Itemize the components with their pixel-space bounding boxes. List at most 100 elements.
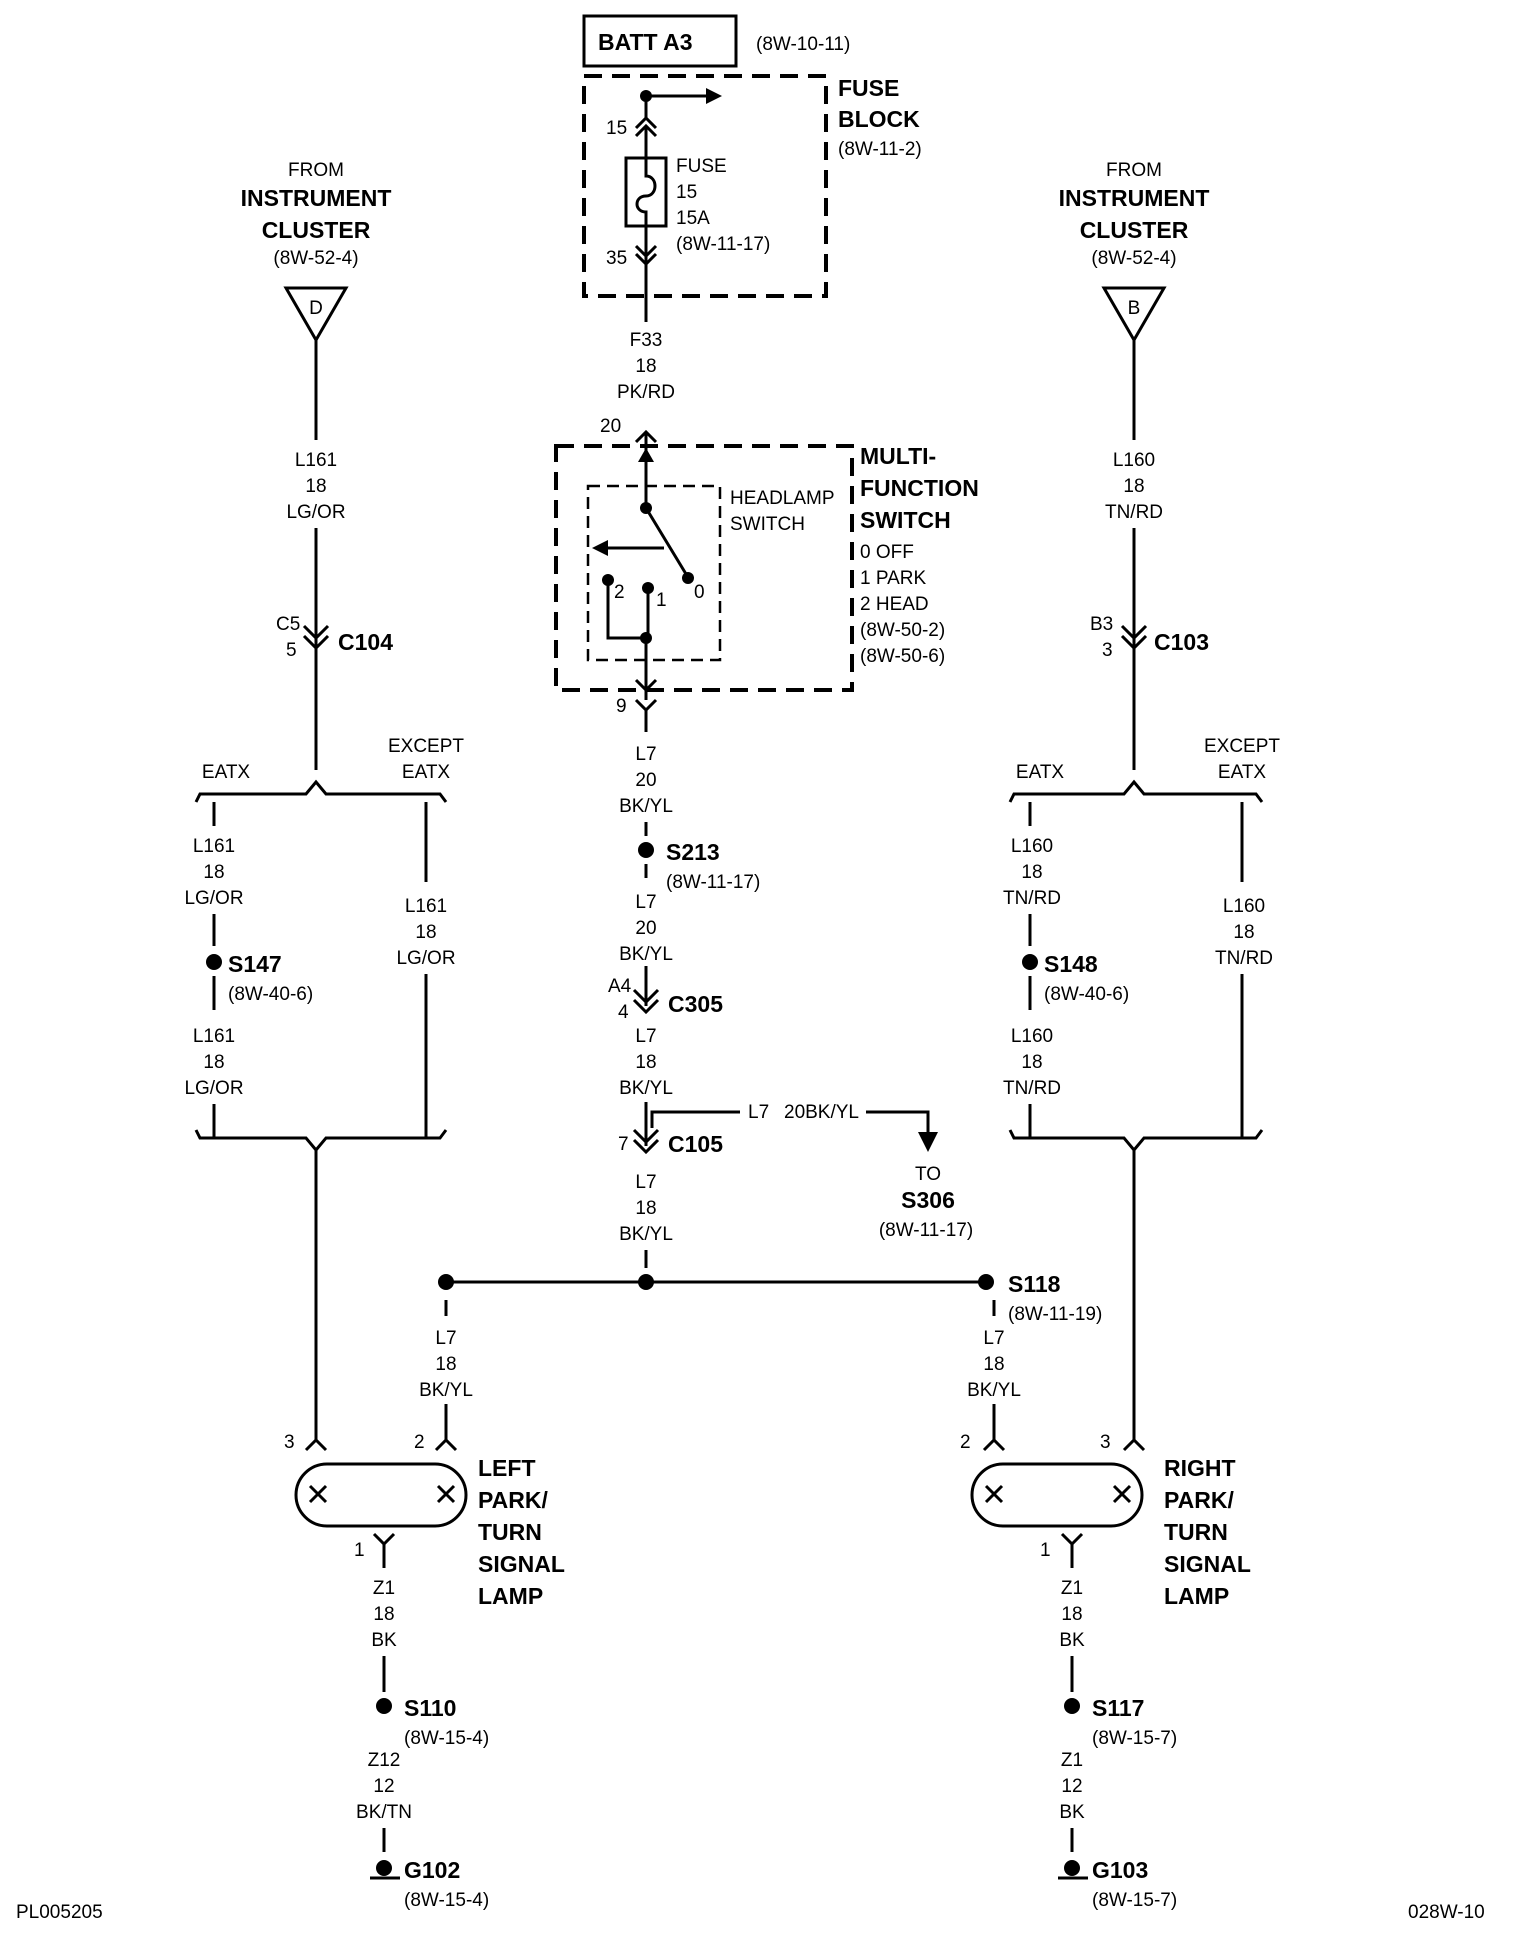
switch-pin20: 20 <box>600 416 621 437</box>
wire-l7-d-color: BK/YL <box>619 1224 673 1245</box>
right-eatx-2-gauge: 18 <box>1021 1052 1042 1073</box>
right-l7-gauge: 18 <box>983 1354 1004 1375</box>
switch-out-arrow <box>634 678 658 693</box>
left-lamp-label-1: LEFT <box>478 1455 536 1481</box>
fuse-block-title-1: FUSE <box>838 75 899 101</box>
left-z1-gauge: 18 <box>373 1604 394 1625</box>
headlamp-label-1: HEADLAMP <box>730 488 835 509</box>
right-lamp-label-4: SIGNAL <box>1164 1551 1251 1577</box>
headlamp-label-2: SWITCH <box>730 514 805 535</box>
branch-s306-wire-id: L7 <box>748 1102 769 1123</box>
ground-g103-ref: (8W-15-7) <box>1092 1890 1177 1911</box>
right-source-1: INSTRUMENT <box>1059 185 1210 211</box>
right-bracket-bottom <box>1008 1129 1264 1153</box>
splice-s117-ref: (8W-15-7) <box>1092 1728 1177 1749</box>
left-lamp-filament-1-icon <box>308 1484 328 1504</box>
c305-pin-a: A4 <box>608 976 632 997</box>
splice-s118 <box>978 1274 994 1290</box>
switch-contact-2-wire <box>606 580 646 640</box>
c103-pin-a: B3 <box>1090 614 1113 635</box>
c104-chevron-2 <box>302 634 330 651</box>
left-from: FROM <box>288 160 344 181</box>
wire-l7-a-id: L7 <box>635 744 656 765</box>
right-lamp-pin2: 2 <box>960 1432 971 1453</box>
c104-pin-a: C5 <box>276 614 300 635</box>
right-lamp-pin2-chevron <box>982 1437 1006 1452</box>
right-branch-except-1: EXCEPT <box>1204 736 1280 757</box>
left-branch-except-1: EXCEPT <box>388 736 464 757</box>
left-lamp-body <box>294 1462 468 1528</box>
right-source-2: CLUSTER <box>1080 217 1189 243</box>
splice-s148-ref: (8W-40-6) <box>1044 984 1129 1005</box>
right-z1-color: BK <box>1059 1630 1085 1651</box>
c103-label: C103 <box>1154 629 1209 655</box>
fuse-ref: (8W-11-17) <box>676 234 770 255</box>
wire-f33-gauge: 18 <box>635 356 656 377</box>
left-lamp-label-3: TURN <box>478 1519 542 1545</box>
right-eatx-1-id: L160 <box>1011 836 1053 857</box>
splice-s117 <box>1064 1698 1080 1714</box>
c305-chevron-2 <box>632 998 660 1015</box>
left-lamp-pin2: 2 <box>414 1432 425 1453</box>
c104-chevron-1 <box>302 624 330 641</box>
left-eatx-2-color: LG/OR <box>184 1078 243 1099</box>
c305-chevron-1 <box>632 988 660 1005</box>
left-branch-except-2: EATX <box>402 762 451 783</box>
c105-chevron-1 <box>632 1128 660 1145</box>
splice-s110-label: S110 <box>404 1695 456 1721</box>
left-source-1: INSTRUMENT <box>241 185 392 211</box>
switch-ref-1: (8W-50-2) <box>860 620 945 641</box>
ground-g103-icon <box>1058 1860 1088 1880</box>
wire-l7-d-id: L7 <box>635 1172 656 1193</box>
wire-f33-id: F33 <box>630 330 663 351</box>
wire-l7-d-gauge: 18 <box>635 1198 656 1219</box>
splice-s110 <box>376 1698 392 1714</box>
bus-splice-center <box>638 1274 654 1290</box>
splice-s117-label: S117 <box>1092 1695 1144 1721</box>
left-lamp-pin3-chevron <box>304 1437 328 1452</box>
left-lamp-label-4: SIGNAL <box>478 1551 565 1577</box>
branch-s306-arrowhead <box>918 1132 938 1152</box>
right-lamp-label-2: PARK/ <box>1164 1487 1234 1513</box>
left-eatx-1-color: LG/OR <box>184 888 243 909</box>
right-source-ref: (8W-52-4) <box>1091 248 1176 269</box>
right-branch-eatx: EATX <box>1016 762 1065 783</box>
footer-left-code: PL005205 <box>16 1902 103 1923</box>
splice-s118-label: S118 <box>1008 1271 1061 1297</box>
splice-s148 <box>1022 954 1038 970</box>
right-wire-main-color: TN/RD <box>1105 502 1163 523</box>
to-label: TO <box>915 1164 941 1185</box>
switch-contact-0-dot <box>682 572 694 584</box>
c105-label: C105 <box>668 1131 723 1157</box>
right-bracket-top <box>1008 779 1264 803</box>
right-connector-letter: B <box>1128 298 1141 319</box>
right-eatx-1-gauge: 18 <box>1021 862 1042 883</box>
c305-label: C305 <box>668 991 723 1017</box>
right-eatx-2-color: TN/RD <box>1003 1078 1061 1099</box>
switch-pos-park: 1 PARK <box>860 568 927 589</box>
left-z12-gauge: 12 <box>373 1776 394 1797</box>
right-except-color: TN/RD <box>1215 948 1273 969</box>
switch-pos-head: 2 HEAD <box>860 594 929 615</box>
left-lamp-label-2: PARK/ <box>478 1487 548 1513</box>
wire-l7-b-color: BK/YL <box>619 944 673 965</box>
footer-right-code: 028W-10 <box>1408 1902 1485 1923</box>
c104-label: C104 <box>338 629 393 655</box>
left-z1-color: BK <box>371 1630 397 1651</box>
right-wire-main-id: L160 <box>1113 450 1155 471</box>
right-lamp-pin3-chevron <box>1122 1437 1146 1452</box>
fuse-pin15: 15 <box>606 118 627 139</box>
left-l7-gauge: 18 <box>435 1354 456 1375</box>
splice-s213-label: S213 <box>666 839 720 865</box>
wire-l7-b-gauge: 20 <box>635 918 656 939</box>
left-lamp-pin1-chevron <box>372 1532 396 1547</box>
c103-pin-b: 3 <box>1102 640 1113 661</box>
switch-contact-2: 2 <box>614 582 625 603</box>
right-lamp-pin3: 3 <box>1100 1432 1111 1453</box>
fuse-pin15-chevron <box>634 115 658 130</box>
left-wire-main-id: L161 <box>295 450 337 471</box>
branch-s306-wire <box>650 1110 740 1128</box>
ground-g102-label: G102 <box>404 1857 460 1883</box>
wire-l7-c-gauge: 18 <box>635 1052 656 1073</box>
